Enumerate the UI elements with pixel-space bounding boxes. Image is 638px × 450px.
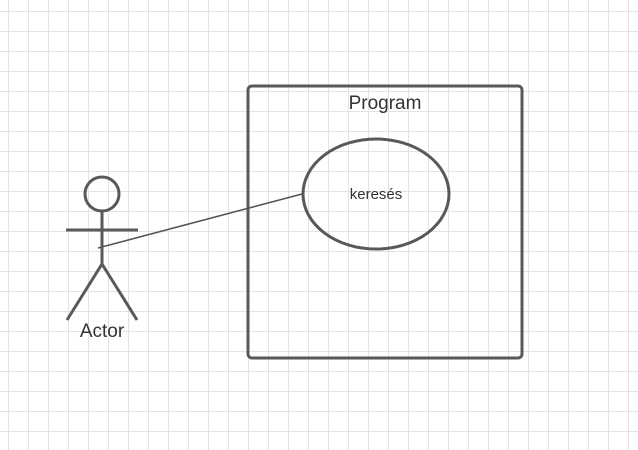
system-boundary-box[interactable]	[246, 84, 524, 360]
association-line[interactable]	[97, 193, 303, 249]
actor-right-leg	[100, 263, 139, 321]
system-boundary-label: Program	[349, 93, 422, 114]
use-case-label: keresés	[350, 186, 403, 203]
actor-head	[83, 175, 121, 213]
system-boundary[interactable]: Program	[246, 84, 524, 360]
use-case-ellipse[interactable]	[301, 137, 451, 251]
actor-label: Actor	[80, 321, 125, 342]
use-case-keresés[interactable]: keresés	[301, 137, 451, 251]
actor-figure[interactable]: Actor	[65, 175, 139, 342]
actor-left-leg	[65, 263, 104, 321]
